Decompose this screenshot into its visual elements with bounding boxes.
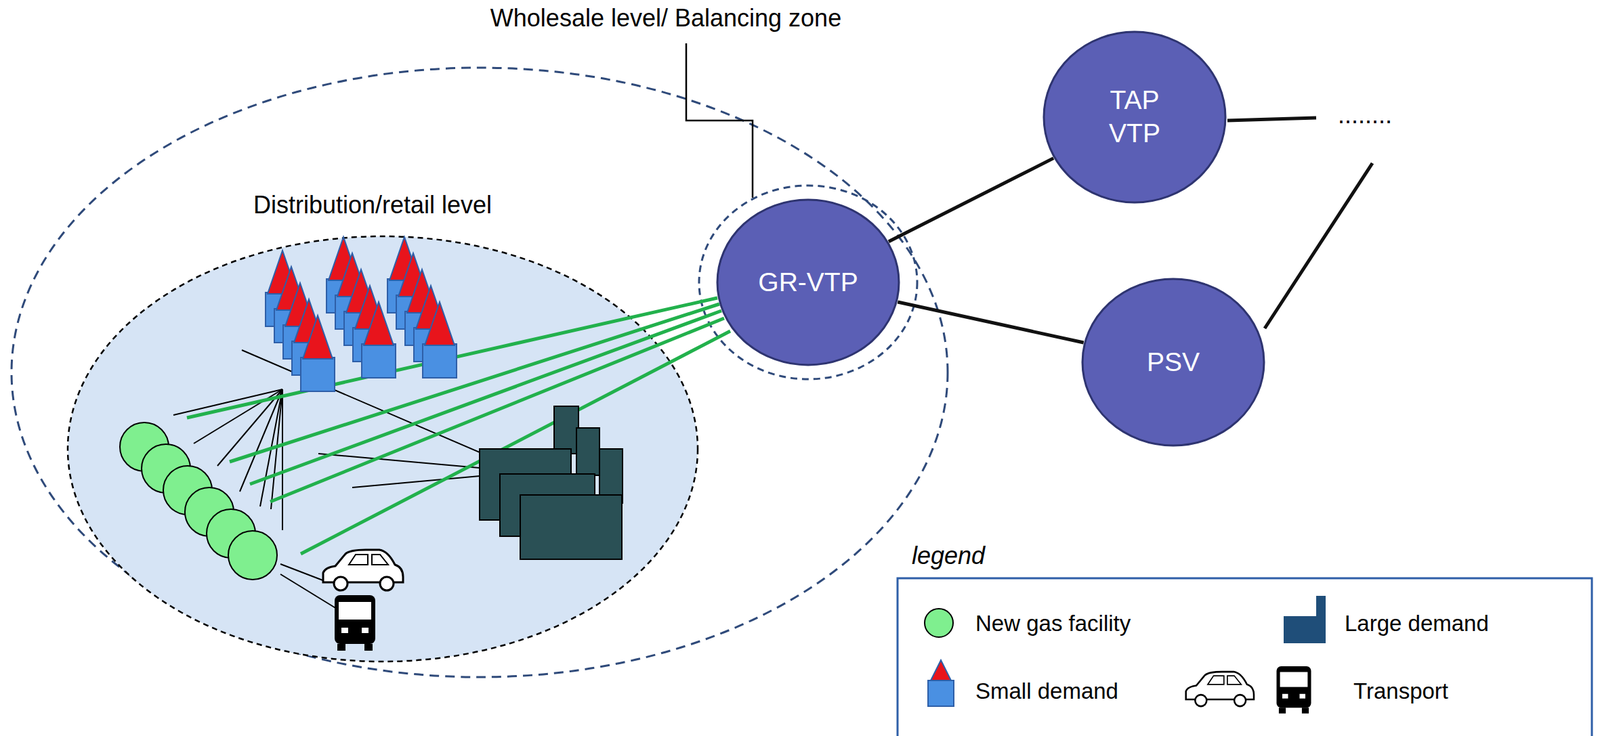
legend-facility-icon: [924, 608, 954, 638]
bus-icon: [334, 595, 376, 651]
legend-label: Transport: [1353, 678, 1449, 705]
node-label: PSV: [1146, 346, 1200, 380]
distribution-zone: Distribution/retail level: [66, 235, 700, 664]
balancing-zone: Wholesale level/ Balancing zoneDistribut…: [10, 66, 950, 679]
hub-node: PSV: [1081, 277, 1266, 448]
node-label: GR-VTP: [758, 266, 858, 300]
legend-box: [897, 578, 1592, 736]
node-label: Distribution/retail level: [253, 189, 492, 221]
hub-node: GR-VTP: [716, 198, 901, 367]
node-outline: [66, 235, 700, 664]
continuation-dots: ........: [1337, 100, 1393, 130]
hub-node: TAP VTP: [1042, 30, 1227, 204]
connector-line: [888, 158, 1054, 242]
legend-house-icon: [928, 660, 954, 707]
legend-bus-icon: [1276, 666, 1312, 714]
link-line: [1227, 117, 1317, 121]
node-outline: [1042, 30, 1227, 204]
legend-factory-icon: [1283, 596, 1326, 644]
legend-car-icon: [1186, 671, 1254, 707]
zone-ring: [699, 185, 918, 380]
link-line: [1264, 163, 1373, 329]
node-label: Wholesale level/ Balancing zone: [490, 2, 842, 34]
leader-line: [686, 43, 753, 198]
legend-label: New gas facility: [975, 611, 1131, 637]
node-label: TAP VTP: [1093, 83, 1176, 151]
legend-label: Large demand: [1344, 611, 1489, 637]
legend-label: Small demand: [975, 678, 1119, 705]
connector-line: [897, 302, 1084, 343]
node-outline: [10, 66, 950, 679]
legend-title: legend: [911, 541, 985, 571]
